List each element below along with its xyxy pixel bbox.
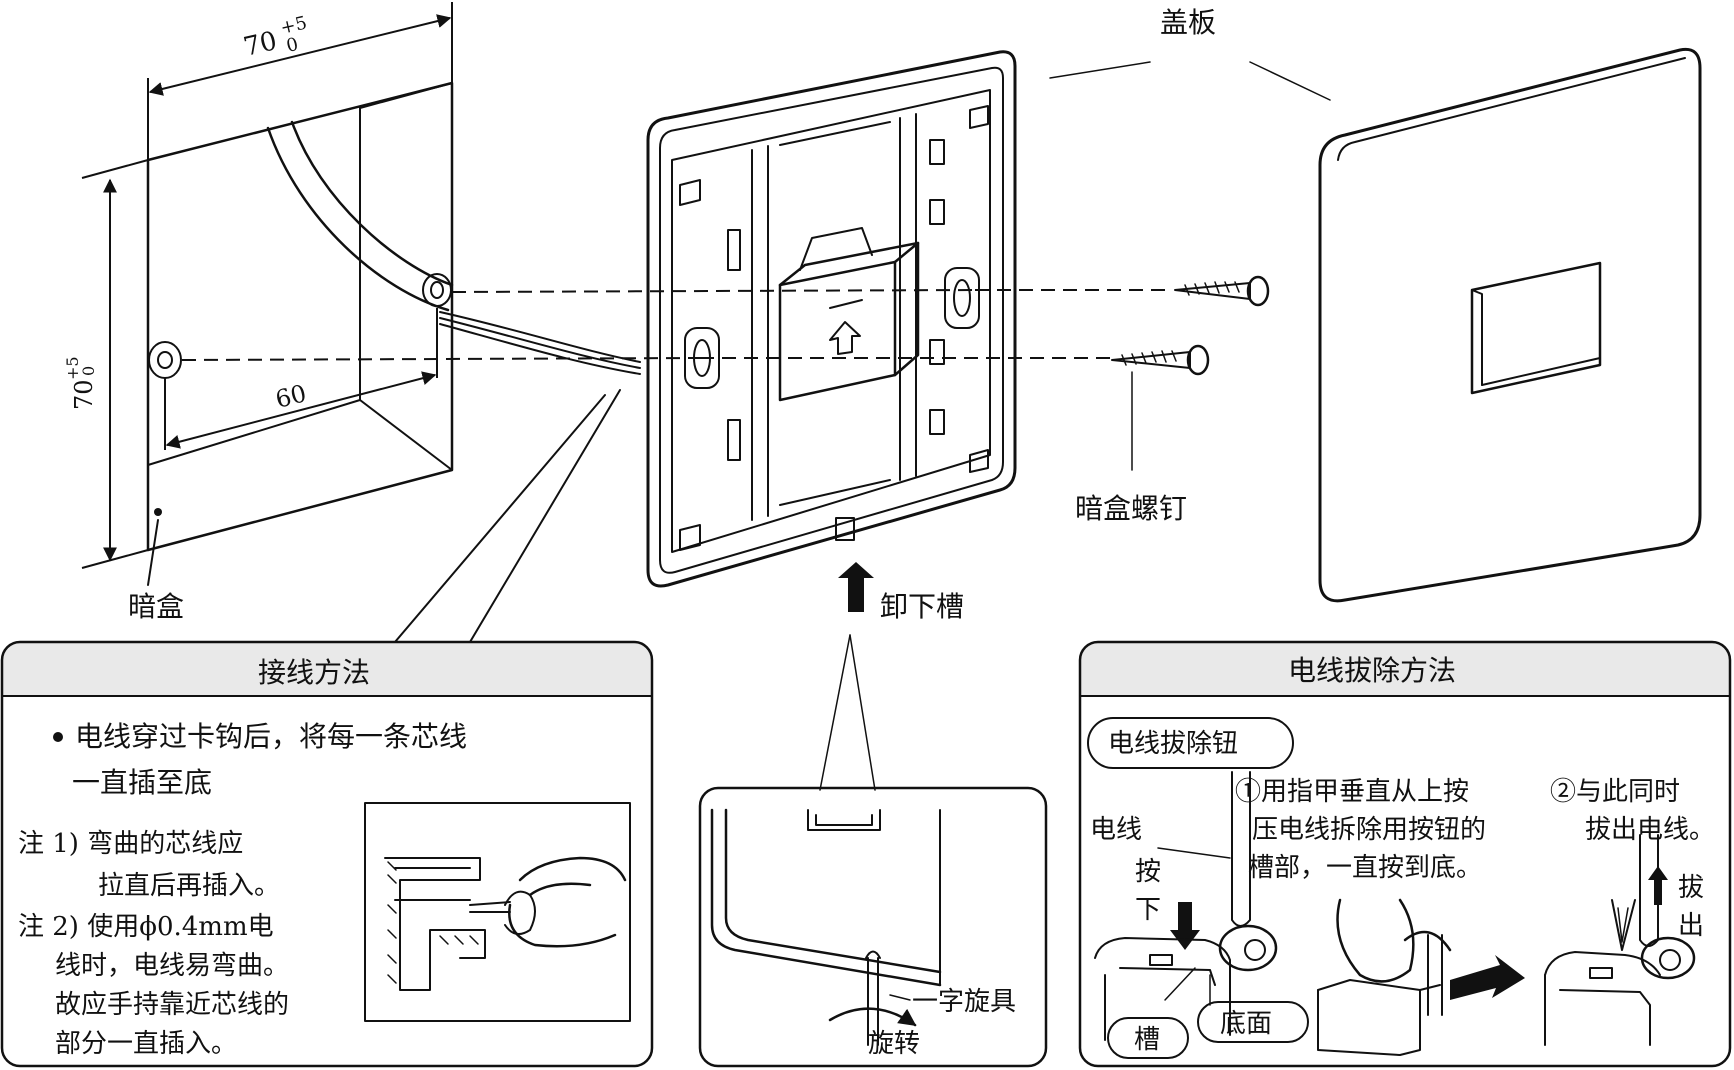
- dim-height-base: 70: [70, 379, 98, 410]
- step1-line1: ①用指甲垂直从上按: [1235, 777, 1469, 807]
- box-screw-label: 暗盒螺钉: [1075, 492, 1187, 525]
- wiring-bullet-line2: 一直插至底: [72, 766, 212, 799]
- press-char2: 下: [1135, 895, 1161, 925]
- rotate-label: 旋转: [868, 1029, 920, 1059]
- wiring-panel-title: 接线方法: [258, 656, 370, 689]
- press-char1: 按: [1135, 857, 1161, 887]
- slot-badge: 槽: [1134, 1025, 1160, 1055]
- dim-width-base: 70: [241, 26, 280, 63]
- pull-char2: 出: [1678, 911, 1704, 941]
- step1-line2: 压电线拆除用按钮的: [1252, 815, 1486, 845]
- step2-line1: ②与此同时: [1550, 777, 1680, 807]
- height-dimension: 70 +5 0: [63, 159, 149, 569]
- socket-frame: [646, 50, 1017, 588]
- bottom-badge: 底面: [1220, 1009, 1272, 1039]
- concealed-box-label: 暗盒: [128, 590, 184, 623]
- dim-height-tol-zero: 0: [79, 366, 98, 376]
- wire-insertion-illustration: [364, 802, 631, 1022]
- step2-line2: 拔出电线。: [1585, 815, 1715, 845]
- wiring-method-panel: 接线方法 电线穿过卡钩后，将每一条芯线 一直插至底 注 1) 弯曲的芯线应 拉直…: [0, 389, 654, 1068]
- wire-removal-panel: 电线拔除方法 电线拔除钮 ①用指甲垂直从上按 压电线拆除用按钮的 槽部，一直按到…: [1078, 640, 1732, 1068]
- wiring-note1-line1: 注 1) 弯曲的芯线应: [18, 829, 243, 859]
- width-dimension: 70 +5 0: [147, 2, 453, 160]
- wiring-note2-line4: 部分一直插入。: [55, 1029, 237, 1059]
- removal-panel-title: 电线拔除方法: [1288, 654, 1456, 687]
- alignment-line-upper: [451, 289, 976, 293]
- cover-plate-label: 盖板: [1160, 6, 1216, 39]
- pull-char1: 拔: [1678, 873, 1704, 903]
- step1-line3: 槽部，一直按到底。: [1248, 853, 1482, 883]
- wiring-note2-line3: 故应手持靠近芯线的: [55, 990, 289, 1020]
- wiring-note1-line2: 拉直后再插入。: [98, 871, 280, 901]
- screw-upper: [1174, 275, 1270, 307]
- dim-width-tol-zero: 0: [284, 34, 300, 57]
- cover-plate: [1318, 47, 1702, 603]
- screwdriver-panel: 一字旋具 旋转: [698, 786, 1048, 1068]
- alignment-line-lower: [181, 357, 701, 361]
- wiring-bullet-line1: 电线穿过卡钩后，将每一条芯线: [75, 720, 467, 753]
- dim-height-tol-plus: +5: [63, 356, 82, 380]
- wiring-note2-line1: 注 2) 使用ϕ0.4mm电: [18, 912, 274, 942]
- removal-button-badge: 电线拔除钮: [1108, 729, 1238, 759]
- removal-slot-arrow: [838, 562, 874, 612]
- screw-lower: [1111, 344, 1210, 376]
- wire-label: 电线: [1090, 815, 1142, 845]
- flat-screwdriver-label: 一字旋具: [912, 987, 1016, 1017]
- concealed-box: [146, 81, 641, 552]
- removal-slot-label: 卸下槽: [880, 590, 964, 623]
- wiring-note2-line2: 线时，电线易弯曲。: [55, 951, 289, 981]
